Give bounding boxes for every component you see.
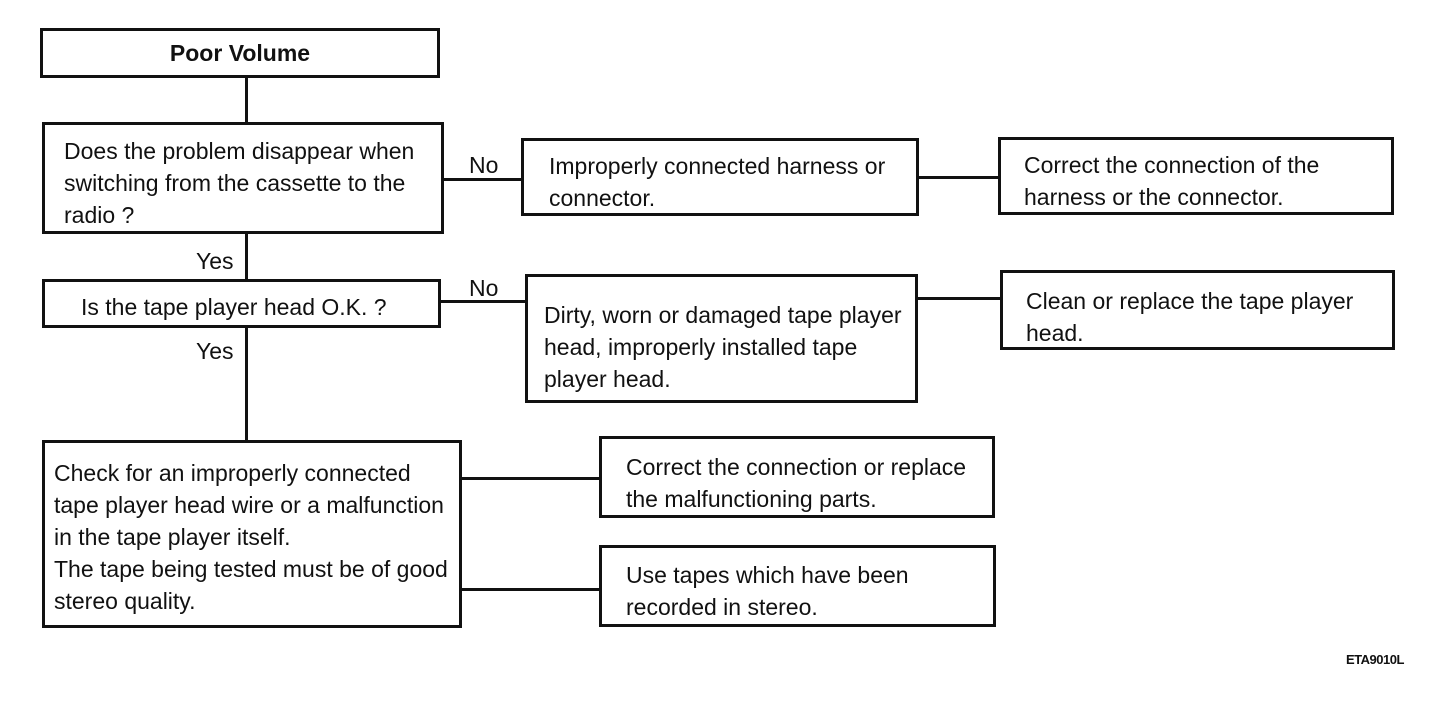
fix-node-2: Clean or replace the tape player head. (1000, 270, 1395, 350)
fix-4-text: Use tapes which have been recorded in st… (626, 562, 909, 620)
cause-node-2: Dirty, worn or damaged tape player head,… (525, 274, 918, 403)
question-2-text: Is the tape player head O.K. ? (81, 294, 387, 320)
cause-1-text: Improperly connected harness or connecto… (549, 153, 886, 211)
cause-2-text: Dirty, worn or damaged tape player head,… (544, 302, 902, 392)
edge-cause2-fix2 (917, 297, 1002, 300)
edge-label-q1-yes: Yes (196, 248, 234, 274)
cause-node-1: Improperly connected harness or connecto… (521, 138, 919, 216)
question-1-text: Does the problem disappear when switchin… (64, 138, 415, 228)
edge-q1-cause1 (443, 178, 523, 181)
edge-label-q1-no: No (469, 152, 499, 178)
edge-q1-q2 (245, 232, 248, 280)
fix-3-text: Correct the connection or replace the ma… (626, 454, 967, 512)
check-note-text: The tape being tested must be of good st… (54, 556, 448, 614)
title-text: Poor Volume (169, 40, 311, 66)
fix-1-text: Correct the connection of the harness or… (1024, 152, 1320, 210)
fix-node-3: Correct the connection or replace the ma… (599, 436, 995, 518)
edge-cause1-fix1 (918, 176, 1000, 179)
edge-check-fix4 (460, 588, 601, 591)
title-node: Poor Volume (40, 28, 440, 78)
edge-label-q2-no: No (469, 275, 499, 301)
fix-node-1: Correct the connection of the harness or… (998, 137, 1394, 215)
check-node: Check for an improperly connected tape p… (42, 440, 462, 628)
edge-title-q1 (245, 76, 248, 124)
figure-code: ETA9010L (1346, 652, 1404, 667)
check-text: Check for an improperly connected tape p… (54, 460, 444, 550)
question-node-1: Does the problem disappear when switchin… (42, 122, 444, 234)
edge-check-fix3 (460, 477, 601, 480)
edge-q2-cause2 (440, 300, 527, 303)
edge-q2-check (245, 326, 248, 442)
fix-node-4: Use tapes which have been recorded in st… (599, 545, 996, 627)
question-node-2: Is the tape player head O.K. ? (42, 279, 441, 328)
fix-2-text: Clean or replace the tape player head. (1026, 288, 1354, 346)
edge-label-q2-yes: Yes (196, 338, 234, 364)
